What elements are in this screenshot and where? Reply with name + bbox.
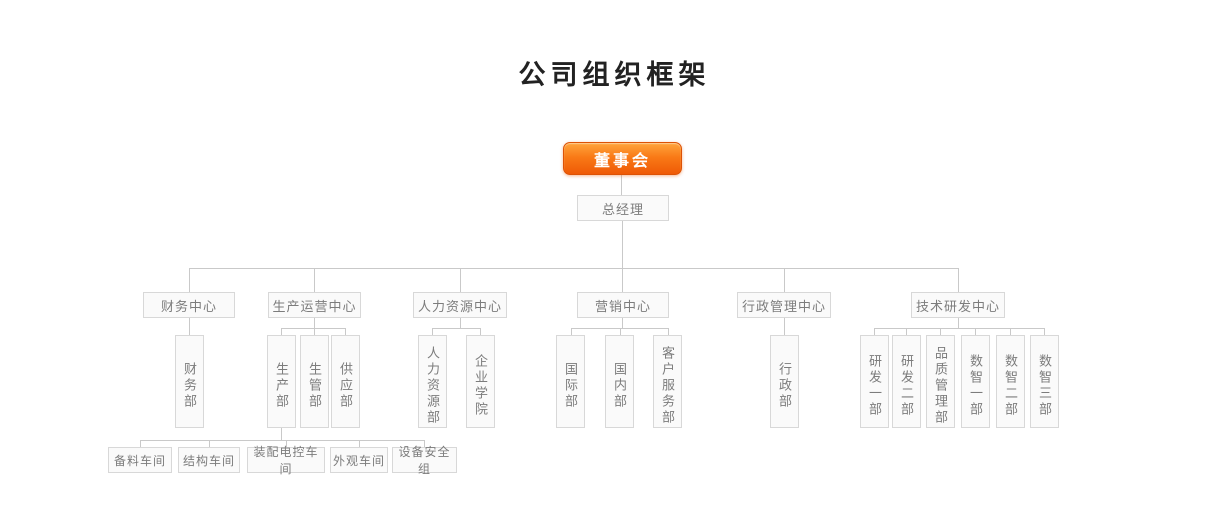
connector-line bbox=[189, 268, 959, 269]
connector-line bbox=[314, 318, 315, 328]
connector-line bbox=[1010, 328, 1011, 335]
connector-line bbox=[1044, 328, 1045, 335]
connector-line bbox=[874, 328, 875, 335]
dept-finance: 财务部 bbox=[175, 335, 204, 428]
dept-rd-1: 研发一部 bbox=[860, 335, 889, 428]
connector-line bbox=[281, 328, 282, 335]
dept-digital-1: 数智一部 bbox=[961, 335, 990, 428]
center-production-ops: 生产运营中心 bbox=[268, 292, 361, 318]
connector-line bbox=[906, 328, 907, 335]
connector-line bbox=[209, 440, 210, 447]
center-marketing: 营销中心 bbox=[577, 292, 669, 318]
dept-quality-mgmt: 品质管理部 bbox=[926, 335, 955, 428]
dept-customer-service: 客户服务部 bbox=[653, 335, 682, 428]
dept-international: 国际部 bbox=[556, 335, 585, 428]
workshop-assembly-electric: 装配电控车间 bbox=[247, 445, 325, 476]
connector-line bbox=[140, 440, 141, 447]
connector-line bbox=[784, 318, 785, 335]
connector-line bbox=[460, 268, 461, 292]
workshop-appearance: 外观车间 bbox=[330, 447, 388, 473]
connector-line bbox=[621, 173, 622, 195]
node-general-manager: 总经理 bbox=[577, 195, 669, 221]
connector-line bbox=[314, 268, 315, 292]
workshop-equipment-safety: 设备安全组 bbox=[392, 445, 457, 476]
connector-line bbox=[140, 440, 424, 441]
node-board-of-directors: 董事会 bbox=[563, 142, 682, 175]
connector-line bbox=[874, 328, 1044, 329]
connector-line bbox=[622, 318, 623, 328]
dept-supply: 供应部 bbox=[331, 335, 360, 428]
connector-line bbox=[432, 328, 480, 329]
connector-line bbox=[958, 268, 959, 292]
connector-line bbox=[460, 318, 461, 328]
dept-domestic: 国内部 bbox=[605, 335, 634, 428]
connector-line bbox=[189, 268, 190, 292]
center-admin-mgmt: 行政管理中心 bbox=[737, 292, 831, 318]
connector-line bbox=[940, 328, 941, 335]
dept-human-resources: 人力资源部 bbox=[418, 335, 447, 428]
connector-line bbox=[189, 318, 190, 335]
dept-enterprise-academy: 企业学院 bbox=[466, 335, 495, 428]
connector-line bbox=[359, 440, 360, 447]
dept-production-mgmt: 生管部 bbox=[300, 335, 329, 428]
connector-line bbox=[784, 268, 785, 292]
center-tech-rd: 技术研发中心 bbox=[911, 292, 1005, 318]
connector-line bbox=[432, 328, 433, 335]
page-title: 公司组织框架 bbox=[518, 60, 711, 90]
connector-line bbox=[345, 328, 346, 335]
dept-digital-2: 数智二部 bbox=[996, 335, 1025, 428]
dept-admin: 行政部 bbox=[770, 335, 799, 428]
connector-line bbox=[622, 221, 623, 268]
connector-line bbox=[571, 328, 572, 335]
workshop-structure: 结构车间 bbox=[178, 447, 240, 473]
center-hr: 人力资源中心 bbox=[413, 292, 507, 318]
connector-line bbox=[480, 328, 481, 335]
connector-line bbox=[286, 440, 287, 447]
connector-line bbox=[668, 328, 669, 335]
connector-line bbox=[620, 328, 621, 335]
connector-line bbox=[571, 328, 668, 329]
dept-digital-3: 数智三部 bbox=[1030, 335, 1059, 428]
connector-line bbox=[958, 318, 959, 328]
connector-line bbox=[281, 328, 345, 329]
connector-line bbox=[975, 328, 976, 335]
connector-line bbox=[622, 268, 623, 292]
dept-rd-2: 研发二部 bbox=[892, 335, 921, 428]
center-finance: 财务中心 bbox=[143, 292, 235, 318]
connector-line bbox=[424, 440, 425, 447]
workshop-material-prep: 备料车间 bbox=[108, 447, 172, 473]
connector-line bbox=[281, 428, 282, 440]
dept-production: 生产部 bbox=[267, 335, 296, 428]
connector-line bbox=[314, 328, 315, 335]
